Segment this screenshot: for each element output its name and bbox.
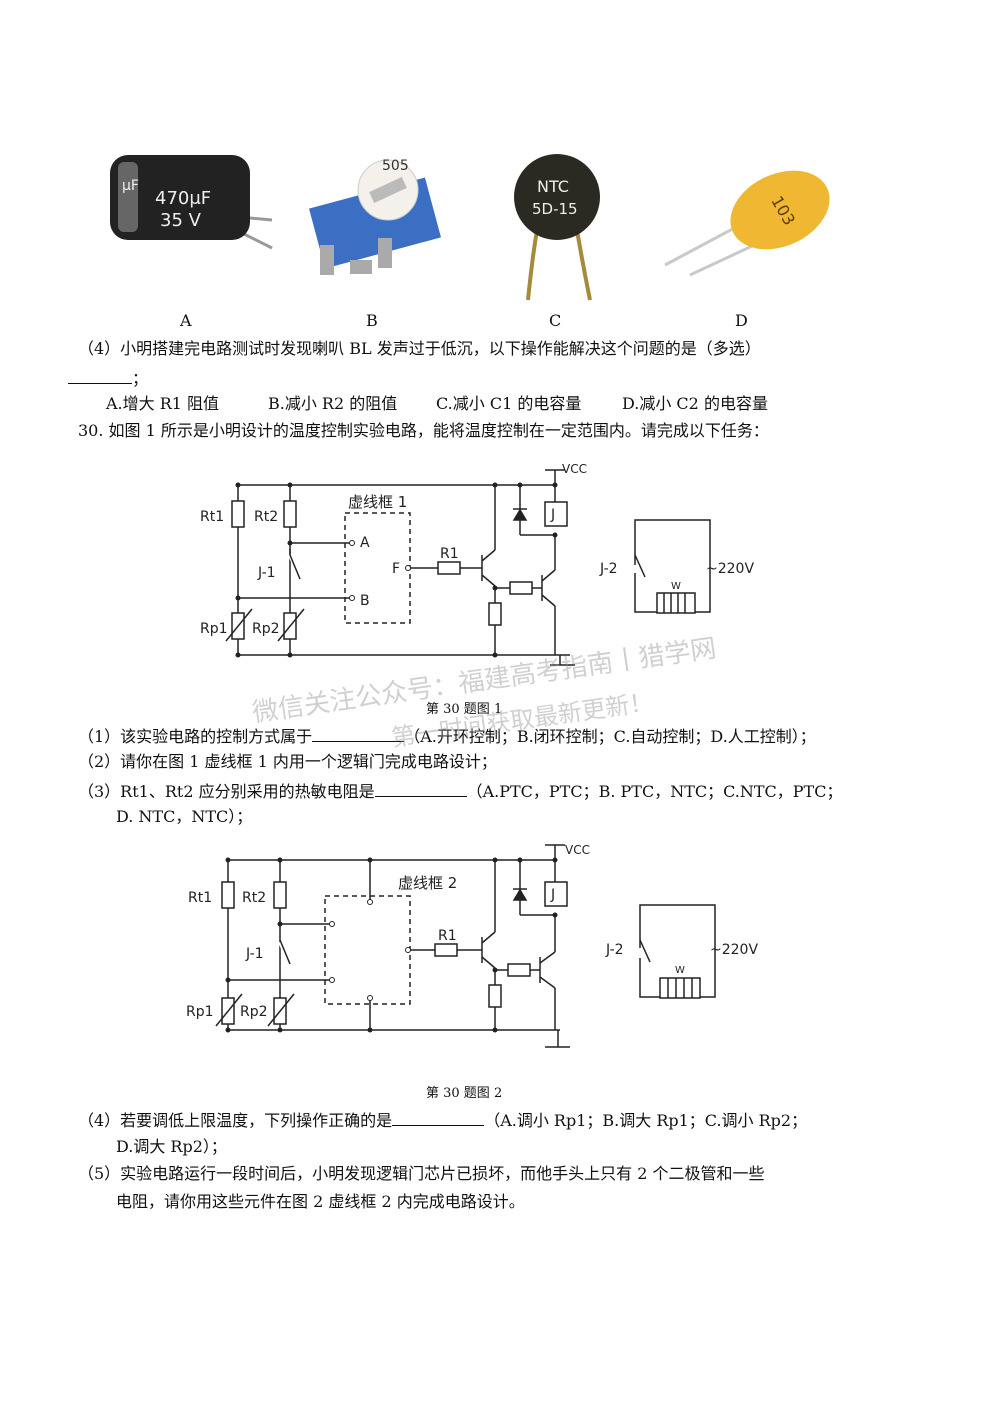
answer-blank[interactable] <box>68 367 132 384</box>
label-j2: J-2 <box>605 942 624 958</box>
photo-trimmer-potentiometer: 505 <box>309 158 441 275</box>
photo-capacitor-electrolytic: 470μF 35 V μF <box>110 155 273 250</box>
q30-sub5-line1: （5）实验电路运行一段时间后，小明发现逻辑门芯片已损坏，而他手头上只有 2 个二… <box>78 1164 765 1183</box>
answer-blank[interactable] <box>374 780 467 797</box>
label-r1: R1 <box>440 546 459 562</box>
q30-intro: 30. 如图 1 所示是小明设计的温度控制实验电路，能将温度控制在一定范围内。请… <box>78 421 769 440</box>
label-r1: R1 <box>438 928 457 944</box>
label-dashed-box-1: 虚线框 1 <box>348 493 407 511</box>
answer-blank[interactable] <box>392 1109 485 1126</box>
label-relay-j: J <box>550 887 555 903</box>
label-relay-j: J <box>550 507 555 523</box>
label-heater-w: W <box>675 965 685 976</box>
q29-4-answer-line: ； <box>68 367 148 389</box>
label-dashed-box-2: 虚线框 2 <box>398 874 457 892</box>
cap-unit-text: μF <box>122 178 139 194</box>
photo-label-d: D <box>735 311 748 330</box>
answer-blank[interactable] <box>312 725 405 742</box>
label-input-b: B <box>360 593 370 609</box>
fig2-caption: 第 30 题图 2 <box>426 1086 503 1101</box>
label-220v: ~220V <box>710 942 758 958</box>
label-rt1: Rt1 <box>200 509 224 525</box>
label-rp2: Rp2 <box>252 621 280 637</box>
q30-sub5-line2: 电阻，请你用这些元件在图 2 虚线框 2 内完成电路设计。 <box>116 1192 525 1211</box>
q29-4-option-d: D.减小 C2 的电容量 <box>622 394 768 413</box>
fig1-caption: 第 30 题图 1 <box>426 702 503 717</box>
label-rp1: Rp1 <box>186 1004 214 1020</box>
label-vcc: VCC <box>562 462 587 476</box>
ntc-spec-text: 5D-15 <box>532 200 578 218</box>
photo-ceramic-capacitor: 103 <box>664 170 830 277</box>
label-rt2: Rt2 <box>254 509 278 525</box>
ntc-label-text: NTC <box>537 177 569 196</box>
label-output-f: F <box>392 561 400 577</box>
label-vcc: VCC <box>565 843 590 857</box>
label-rp2: Rp2 <box>240 1004 268 1020</box>
label-j1: J-1 <box>257 565 276 581</box>
photo-label-c: C <box>549 311 562 330</box>
photo-label-a: A <box>180 311 192 330</box>
label-rt2: Rt2 <box>242 890 266 906</box>
label-j1: J-1 <box>245 946 264 962</box>
q29-4-stem: （4）小明搭建完电路测试时发现喇叭 BL 发声过于低沉，以下操作能解决这个问题的… <box>78 339 761 358</box>
component-photos: 470μF 35 V μF 505 NTC 5D-15 103 <box>110 154 830 301</box>
q30-sub2: （2）请你在图 1 虚线框 1 内用一个逻辑门完成电路设计； <box>78 752 497 771</box>
label-220v: ~220V <box>706 561 754 577</box>
circuit-figure-1: Rt1 Rt2 J-1 Rp1 Rp2 虚线框 1 A B F R1 VCC J… <box>200 462 754 666</box>
photo-ntc-thermistor: NTC 5D-15 <box>514 154 600 301</box>
circuit-figure-2: Rt1 Rt2 J-1 Rp1 Rp2 虚线框 2 R1 VCC J J-2 ~… <box>186 843 758 1048</box>
photo-label-b: B <box>366 311 378 330</box>
label-j2: J-2 <box>599 561 618 577</box>
q30-sub4-line2: D.调大 Rp2）； <box>116 1137 227 1156</box>
q30-sub3-line2: D. NTC，NTC）； <box>116 807 253 826</box>
q30-sub4: （4）若要调低上限温度，下列操作正确的是（A.调小 Rp1；B.调大 Rp1；C… <box>78 1109 808 1130</box>
q30-sub1: （1）该实验电路的控制方式属于（A.开环控制；B.闭环控制；C.自动控制；D.人… <box>78 725 816 746</box>
q29-4-option-b: B.减小 R2 的阻值 <box>268 394 398 413</box>
cap-value-text: 470μF <box>155 188 211 209</box>
q29-4-option-a: A.增大 R1 阻值 <box>106 394 220 413</box>
trimmer-code-text: 505 <box>382 158 409 174</box>
q29-4-option-c: C.减小 C1 的电容量 <box>436 394 582 413</box>
label-rp1: Rp1 <box>200 621 228 637</box>
label-rt1: Rt1 <box>188 890 212 906</box>
cap-voltage-text: 35 V <box>160 210 202 231</box>
label-input-a: A <box>360 535 370 551</box>
label-heater-w: W <box>671 581 681 592</box>
q30-sub3: （3）Rt1、Rt2 应分别采用的热敏电阻是（A.PTC，PTC；B. PTC，… <box>78 780 843 801</box>
